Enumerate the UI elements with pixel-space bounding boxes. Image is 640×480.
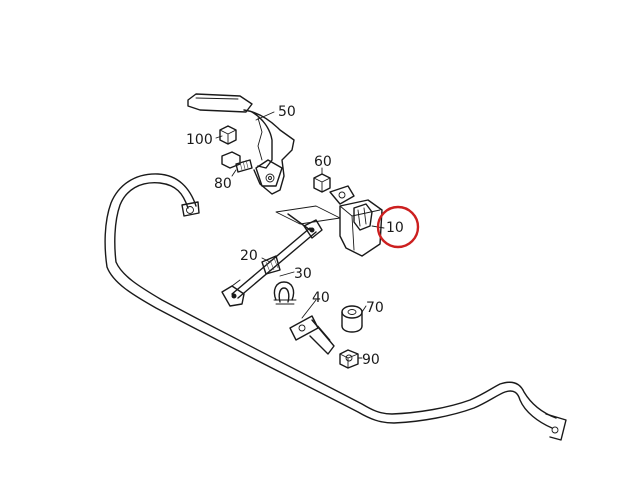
callout-80: 80 <box>214 176 232 192</box>
clamp-plate <box>289 315 335 355</box>
nut-60 <box>313 173 331 193</box>
callout-60: 60 <box>314 154 332 170</box>
callout-labels: 50 100 80 60 10 20 30 40 70 90 <box>186 104 404 368</box>
highlight-ring <box>376 205 420 249</box>
callout-100: 100 <box>186 132 213 148</box>
callout-20: 20 <box>240 248 258 264</box>
callout-10: 10 <box>386 220 404 236</box>
bushing <box>341 305 363 333</box>
callout-30: 30 <box>294 266 312 282</box>
callout-40: 40 <box>312 290 330 306</box>
bolt-80 <box>221 151 253 173</box>
mounting-bracket <box>187 93 295 195</box>
nut-100 <box>219 125 237 145</box>
level-sensor <box>275 185 383 257</box>
u-bolt-clamp <box>273 281 297 305</box>
linkage-rod <box>221 219 323 307</box>
leader-lines <box>215 111 385 359</box>
callout-50: 50 <box>278 104 296 120</box>
callout-70: 70 <box>366 300 384 316</box>
callout-90: 90 <box>362 352 380 368</box>
stabilizer-bar <box>104 173 567 441</box>
nut-90 <box>339 349 359 369</box>
